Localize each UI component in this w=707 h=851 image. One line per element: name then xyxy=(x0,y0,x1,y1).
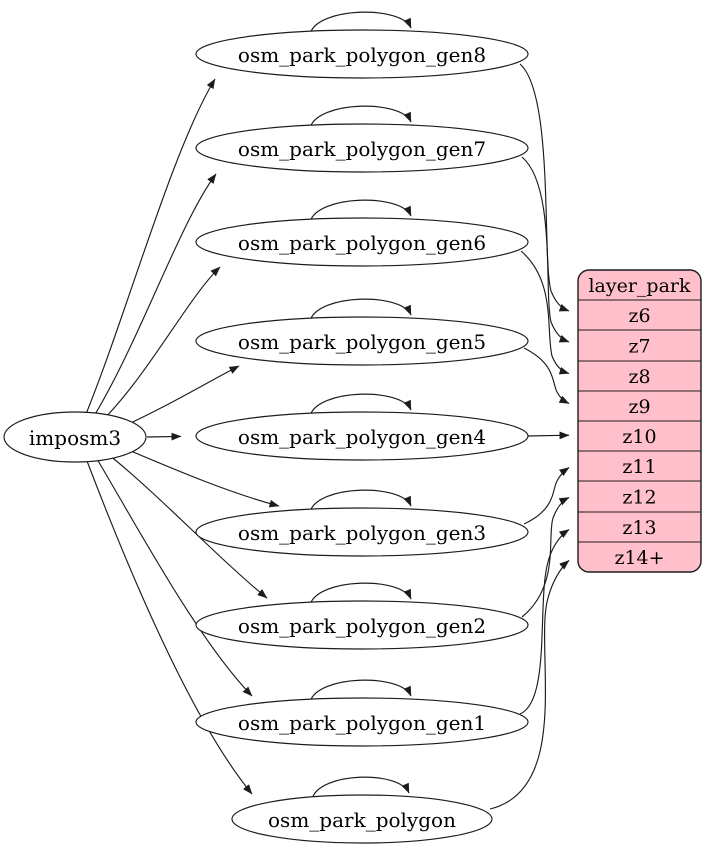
gen1-ellipse xyxy=(195,697,529,747)
gen2-ellipse xyxy=(195,600,529,650)
self-loop-gen6 xyxy=(309,199,412,223)
layer-row-z14plus: z14+ xyxy=(614,547,664,569)
layer-row-z10-label: z10 xyxy=(622,426,656,448)
node-osm_park_polygon_gen8: osm_park_polygon_gen8 xyxy=(195,29,529,79)
node-osm_park_polygon: osm_park_polygon xyxy=(231,794,493,844)
osm_park_polygon-label: osm_park_polygon xyxy=(268,808,456,832)
node-osm_park_polygon_gen2: osm_park_polygon_gen2 xyxy=(195,600,529,650)
imposm3-label: imposm3 xyxy=(29,426,121,450)
gen7-ellipse xyxy=(195,123,529,173)
self-loop-osm_park_polygon xyxy=(311,776,410,800)
node-osm_park_polygon_gen6: osm_park_polygon_gen6 xyxy=(195,217,529,267)
edges-tables-to-layer xyxy=(489,63,570,810)
gen5-label: osm_park_polygon_gen5 xyxy=(238,330,486,354)
gen6-ellipse xyxy=(195,217,529,267)
layer-row-z13-label: z13 xyxy=(622,517,656,539)
layer-row-z8: z8 xyxy=(628,366,650,388)
edge-imposm3-to-gen8 xyxy=(85,78,216,415)
layer-row-z8-label: z8 xyxy=(628,366,650,388)
layer-row-z10: z10 xyxy=(622,426,656,448)
node-layer_park: layer_park z6 z7 z8 z9 z10 z11 z12 z13 z… xyxy=(577,269,702,573)
edge-gen8-to-z6 xyxy=(519,63,570,312)
layer-row-z13: z13 xyxy=(622,517,656,539)
layer-row-z6: z6 xyxy=(628,305,650,327)
imposm3-ellipse xyxy=(3,411,147,463)
node-osm_park_polygon_gen5: osm_park_polygon_gen5 xyxy=(195,316,529,366)
gen4-ellipse xyxy=(195,411,529,461)
gen2-label: osm_park_polygon_gen2 xyxy=(238,614,486,638)
self-loop-gen1 xyxy=(309,679,412,703)
edge-imposm3-to-gen4 xyxy=(146,432,182,441)
edge-osm_park_polygon-to-z14 xyxy=(489,560,570,810)
gen7-label: osm_park_polygon_gen7 xyxy=(238,137,486,161)
layer-row-z14plus-label: z14+ xyxy=(614,547,664,569)
layer-row-z9-label: z9 xyxy=(628,396,650,418)
self-loops xyxy=(309,11,412,800)
gen6-label: osm_park_polygon_gen6 xyxy=(238,231,486,255)
gen5-ellipse xyxy=(195,316,529,366)
edges-source-to-tables xyxy=(85,78,280,795)
node-osm_park_polygon_gen3: osm_park_polygon_gen3 xyxy=(195,507,529,557)
edge-imposm3-to-gen1 xyxy=(96,458,253,697)
self-loop-gen2 xyxy=(309,582,412,606)
edge-gen6-to-z8 xyxy=(520,250,570,375)
node-osm_park_polygon_gen1: osm_park_polygon_gen1 xyxy=(195,697,529,747)
layer-row-z11: z11 xyxy=(622,456,656,478)
edge-imposm3-to-osm_park_polygon xyxy=(86,460,253,795)
layer-row-z7-label: z7 xyxy=(628,336,650,358)
edge-gen7-to-z7 xyxy=(521,156,570,343)
edge-imposm3-to-gen3 xyxy=(125,448,280,508)
layer_park-header: layer_park xyxy=(588,275,691,297)
edge-imposm3-to-gen7 xyxy=(93,173,217,417)
layer-row-z6-label: z6 xyxy=(628,305,650,327)
gen1-label: osm_park_polygon_gen1 xyxy=(238,711,486,735)
edge-gen1-to-z13 xyxy=(519,529,570,715)
edge-gen5-to-z9 xyxy=(523,347,570,405)
edge-imposm3-to-gen5 xyxy=(121,365,240,428)
edge-gen3-to-z11 xyxy=(523,467,570,525)
gen3-label: osm_park_polygon_gen3 xyxy=(238,521,486,545)
self-loop-gen8 xyxy=(309,11,412,35)
edge-gen2-to-z12 xyxy=(521,496,570,618)
node-osm_park_polygon_gen7: osm_park_polygon_gen7 xyxy=(195,123,529,173)
layer-row-z11-label: z11 xyxy=(622,456,656,478)
self-loop-gen7 xyxy=(309,105,412,129)
edge-imposm3-to-gen6 xyxy=(102,266,221,421)
node-imposm3: imposm3 xyxy=(3,411,147,463)
gen3-ellipse xyxy=(195,507,529,557)
layer-row-z7: z7 xyxy=(628,336,650,358)
layer-row-z12: z12 xyxy=(622,487,656,509)
osm_park_polygon-ellipse xyxy=(231,794,493,844)
gen8-ellipse xyxy=(195,29,529,79)
self-loop-gen4 xyxy=(309,393,412,417)
self-loop-gen5 xyxy=(309,298,412,322)
gen4-label: osm_park_polygon_gen4 xyxy=(238,425,486,449)
gen8-label: osm_park_polygon_gen8 xyxy=(238,43,486,67)
self-loop-gen3 xyxy=(309,489,412,513)
edge-gen4-to-z10 xyxy=(527,431,570,440)
edge-imposm3-to-gen2 xyxy=(108,454,268,599)
layer-row-z9: z9 xyxy=(628,396,650,418)
layer-row-z12-label: z12 xyxy=(622,487,656,509)
node-osm_park_polygon_gen4: osm_park_polygon_gen4 xyxy=(195,411,529,461)
